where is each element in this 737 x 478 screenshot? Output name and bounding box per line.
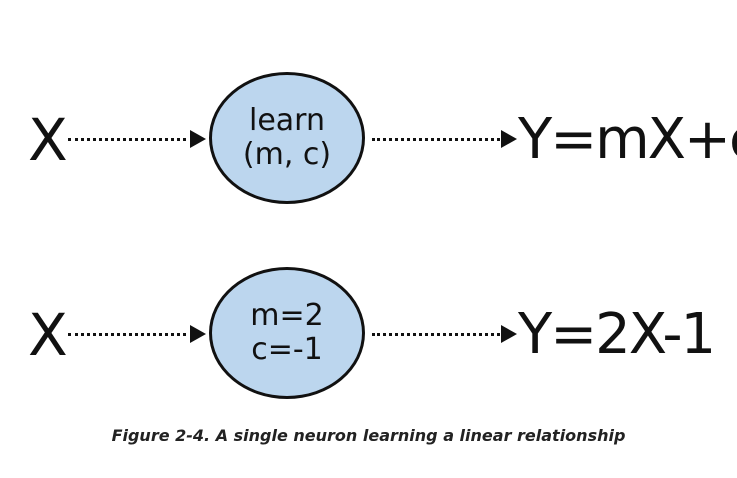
- neuron-text-line-2: c=-1: [251, 332, 323, 367]
- input-arrow-head: [190, 130, 206, 148]
- neuron-text-line-1: m=2: [250, 298, 324, 333]
- output-arrow-line: [372, 138, 500, 141]
- output-equation-label: Y=2X-1: [518, 302, 716, 367]
- output-arrow-line: [372, 333, 500, 336]
- input-arrow-line: [68, 138, 186, 141]
- output-arrow-head: [501, 325, 517, 343]
- neuron-text-line-1: learn: [249, 103, 325, 138]
- neuron-circle: learn (m, c): [209, 72, 365, 204]
- input-arrow-line: [68, 333, 186, 336]
- input-x-label: X: [28, 301, 68, 369]
- diagram-row-learning: X learn (m, c) Y=mX+c: [0, 62, 737, 222]
- figure-caption: Figure 2-4. A single neuron learning a l…: [111, 426, 626, 445]
- output-equation-label: Y=mX+c: [518, 107, 737, 172]
- input-x-label: X: [28, 106, 68, 174]
- neuron-circle: m=2 c=-1: [209, 267, 365, 399]
- input-arrow-head: [190, 325, 206, 343]
- output-arrow-head: [501, 130, 517, 148]
- neuron-text-line-2: (m, c): [242, 137, 332, 172]
- diagram-row-learned: X m=2 c=-1 Y=2X-1: [0, 257, 737, 417]
